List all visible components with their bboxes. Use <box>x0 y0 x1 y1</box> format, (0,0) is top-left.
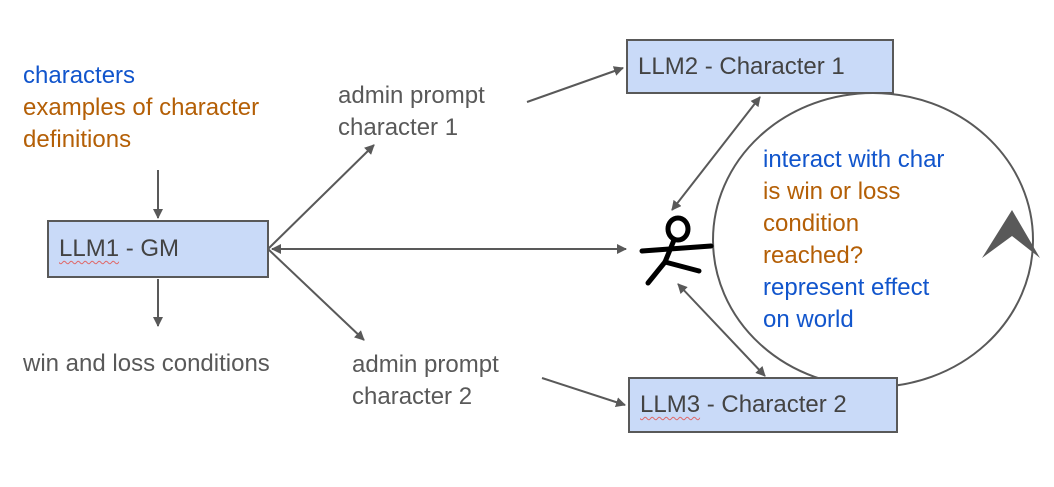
loop-line-condition: condition <box>763 210 860 237</box>
loop-line-world: on world <box>763 306 854 333</box>
player-stick-figure-icon <box>639 215 714 286</box>
llm1-gm-suffix: - GM <box>119 235 180 262</box>
loop-line-represent: represent effect <box>763 274 930 301</box>
loop-circle <box>712 92 1034 388</box>
arrow-char1-to-player <box>671 96 761 211</box>
admin-prompt1-line2: character 1 <box>338 114 459 141</box>
llm3-character2-name: LLM3 <box>640 391 701 418</box>
arrow-gm-to-prompt2 <box>267 248 365 341</box>
llm1-gm-name: LLM1 <box>59 235 120 262</box>
llm2-character1-label: LLM2 - Character 1 <box>638 52 845 80</box>
win-loss-conditions-text: win and loss conditions <box>23 350 270 377</box>
inputs-characters-text: characters <box>23 62 136 89</box>
admin-prompt1-line1: admin prompt <box>338 82 485 109</box>
inputs-examples-text: examples of character <box>23 94 260 121</box>
llm2-character1-box: LLM2 - Character 1 <box>626 39 894 94</box>
arrow-char2-to-player <box>677 283 766 377</box>
loop-line-interact: interact with char <box>763 146 945 173</box>
admin-prompt2-line2: character 2 <box>352 383 473 410</box>
arrow-gm-to-prompt1 <box>267 144 375 250</box>
inputs-definitions-text: definitions <box>23 126 132 153</box>
loop-chevron-icon <box>982 210 1040 258</box>
arrow-prompt2-to-char2 <box>541 377 626 407</box>
loop-line-reached: reached? <box>763 242 864 269</box>
admin-prompt2-line1: admin prompt <box>352 351 499 378</box>
llm3-character2-box: LLM3 - Character 2 <box>628 377 898 433</box>
llm1-gm-box: LLM1 - GM <box>47 220 269 278</box>
llm3-character2-suffix: - Character 2 <box>700 391 847 418</box>
loop-line-win-loss: is win or loss <box>763 178 901 205</box>
arrow-prompt1-to-char1 <box>526 66 624 103</box>
